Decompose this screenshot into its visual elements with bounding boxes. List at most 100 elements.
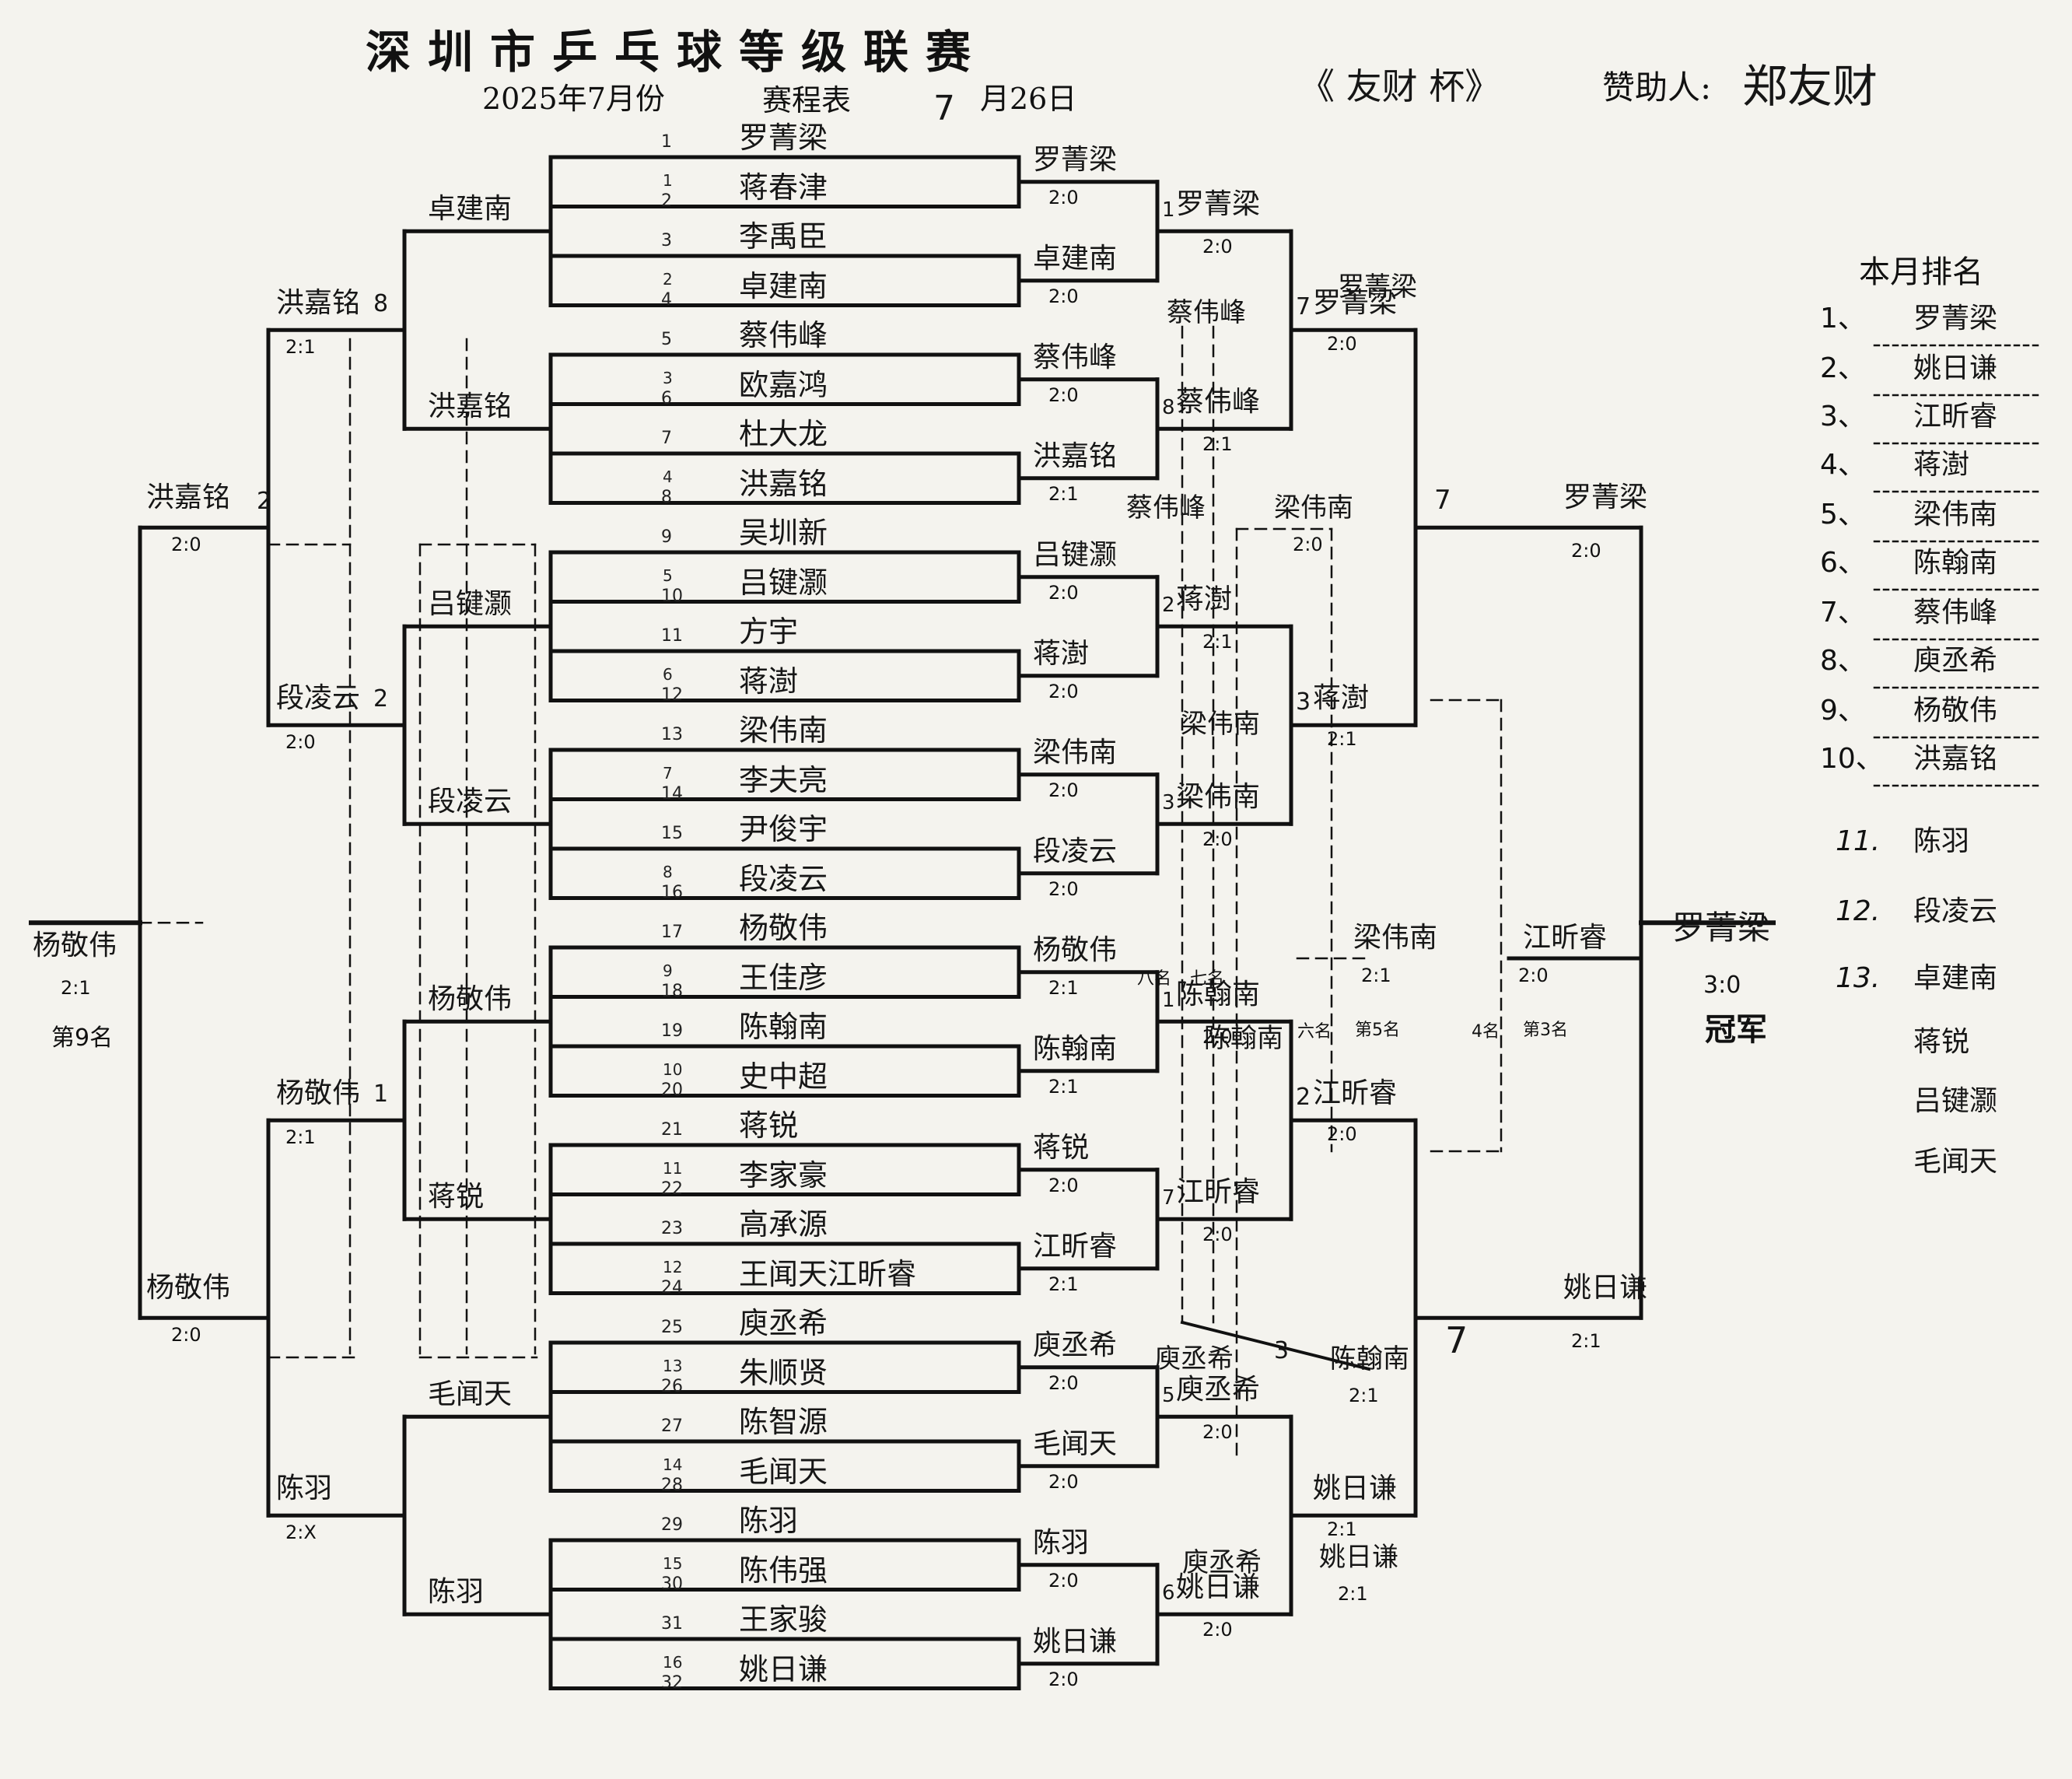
round2-number: 5 — [1162, 1384, 1175, 1408]
left-r2-winner: 陈羽 — [276, 1473, 333, 1505]
round2-score: 2:1 — [1202, 433, 1233, 456]
third-place-label: 第3名 — [1523, 1021, 1568, 1040]
player-name: 卓建南 — [739, 268, 828, 303]
left-r3-score: 2:0 — [171, 534, 201, 556]
slot-number: 4 — [661, 289, 672, 310]
ranking-name: 梁伟南 — [1913, 499, 1998, 531]
left-r2-winner: 段凌云 — [276, 682, 361, 715]
round3-number: 7 — [1296, 293, 1311, 321]
left-r2-score: 2:1 — [285, 336, 316, 359]
round1-score: 2:0 — [1048, 285, 1079, 307]
seed-number: 11 — [663, 1158, 683, 1178]
ranking-name: 罗菁梁 — [1913, 303, 1998, 334]
ranking-name: 洪嘉铭 — [1913, 743, 1998, 775]
round1-winner: 蒋锐 — [1033, 1131, 1090, 1164]
seed-number: 14 — [663, 1455, 683, 1474]
round1-score: 2:0 — [1048, 186, 1079, 208]
round2-winner: 梁伟南 — [1176, 781, 1261, 814]
round1-winner: 杨敬伟 — [1033, 933, 1118, 966]
slot-number: 30 — [661, 1574, 683, 1594]
round2-score: 2:0 — [1202, 1026, 1233, 1049]
player-name: 段凌云 — [739, 861, 828, 896]
date-day: 月26日 — [980, 82, 1077, 116]
seed-number: 12 — [663, 1257, 683, 1276]
slot-number: 22 — [661, 1178, 683, 1199]
round1-score: 2:1 — [1048, 482, 1079, 505]
left-r2-winner: 杨敬伟 — [276, 1077, 361, 1110]
player-name: 姚日谦 — [739, 1651, 828, 1686]
round3-score: 2:0 — [1327, 1123, 1357, 1146]
player-name: 洪嘉铭 — [739, 466, 828, 501]
seed-number: 2 — [663, 269, 673, 289]
round2-winner: 罗菁梁 — [1176, 188, 1261, 221]
left-r2-number: 1 — [373, 1080, 389, 1108]
slot-number: 6 — [661, 388, 672, 408]
round1-score: 2:0 — [1048, 1371, 1079, 1394]
ranking-name: 段凌云 — [1913, 895, 1998, 927]
player-name: 李夫亮 — [739, 762, 828, 797]
ranking-number: 2、 — [1820, 352, 1866, 384]
consolation-name: 庾丞希 — [1154, 1343, 1234, 1375]
semi-winner: 罗菁梁 — [1563, 482, 1648, 514]
round1-score: 2:0 — [1048, 383, 1079, 406]
champion-score: 3:0 — [1703, 972, 1741, 999]
slot-number: 11 — [661, 626, 683, 646]
fourth-label: 4名 — [1472, 1022, 1500, 1042]
seed-number: 9 — [663, 961, 673, 980]
slot-number: 26 — [661, 1376, 683, 1396]
left-r3-number: 2 — [257, 488, 272, 516]
period-label: 2025年7月份 — [482, 82, 665, 116]
round1-score: 2:1 — [1048, 976, 1079, 999]
player-name: 方宇 — [739, 615, 799, 649]
round3-number: 2 — [1296, 1084, 1311, 1112]
player-name: 杨敬伟 — [739, 911, 828, 945]
ranking-number: 6、 — [1820, 547, 1866, 579]
round2-number: 1 — [1162, 198, 1175, 222]
player-name: 李禹臣 — [739, 219, 828, 254]
seed-number: 10 — [663, 1059, 683, 1079]
consolation-name: 梁伟南 — [1181, 709, 1260, 740]
left-r3-winner: 杨敬伟 — [146, 1272, 231, 1304]
consolation-score: 2:1 — [1338, 1583, 1368, 1605]
seed-number: 15 — [663, 1553, 683, 1573]
round2-score: 2:1 — [1202, 631, 1233, 653]
ranking-number: 11. — [1836, 825, 1881, 857]
slot-number: 21 — [661, 1120, 683, 1140]
champion-name: 罗菁梁 — [1672, 909, 1771, 947]
slot-number: 15 — [661, 824, 683, 843]
round1-score: 2:0 — [1048, 581, 1079, 604]
consolation-name: 梁伟南 — [1274, 492, 1353, 524]
seed-number: 6 — [663, 664, 673, 684]
fifth-place-name: 梁伟南 — [1353, 922, 1438, 954]
consolation-score: 2:0 — [1293, 534, 1323, 555]
ranking-number: 9、 — [1820, 695, 1866, 727]
ranking-number: 10、 — [1820, 743, 1884, 775]
fifth-place-label: 第5名 — [1355, 1021, 1400, 1040]
round2-score: 2:0 — [1202, 1421, 1233, 1444]
slot-number: 17 — [661, 923, 683, 942]
ninth-place-label: 第9名 — [51, 1024, 114, 1052]
cup-name: 《 友财 杯》 — [1299, 65, 1501, 107]
round1-winner: 蔡伟峰 — [1033, 341, 1118, 373]
ranking-name: 毛闻天 — [1913, 1146, 1998, 1178]
sponsor-label: 赞助人: — [1602, 68, 1712, 107]
left-r1-winner: 洪嘉铭 — [428, 390, 513, 423]
left-r2-number: 2 — [373, 685, 389, 713]
ranking-number: 7、 — [1820, 597, 1866, 629]
slot-number: 28 — [661, 1475, 683, 1495]
round1-score: 2:0 — [1048, 1668, 1079, 1690]
round1-score: 2:0 — [1048, 1470, 1079, 1493]
player-name: 王闻天江昕睿 — [739, 1256, 917, 1291]
round1-winner: 蒋澍 — [1033, 637, 1090, 670]
round1-score: 2:0 — [1048, 1569, 1079, 1592]
left-r1-winner: 杨敬伟 — [428, 983, 513, 1016]
player-name: 梁伟南 — [739, 713, 828, 748]
slot-number: 5 — [661, 330, 672, 349]
ranking-name: 杨敬伟 — [1913, 695, 1998, 727]
consolation-number: 3 — [1274, 1337, 1290, 1364]
round1-score: 2:1 — [1048, 1273, 1079, 1295]
seed-number: 7 — [663, 763, 673, 783]
slot-number: 7 — [661, 429, 672, 448]
seed-number: 4 — [663, 467, 673, 486]
